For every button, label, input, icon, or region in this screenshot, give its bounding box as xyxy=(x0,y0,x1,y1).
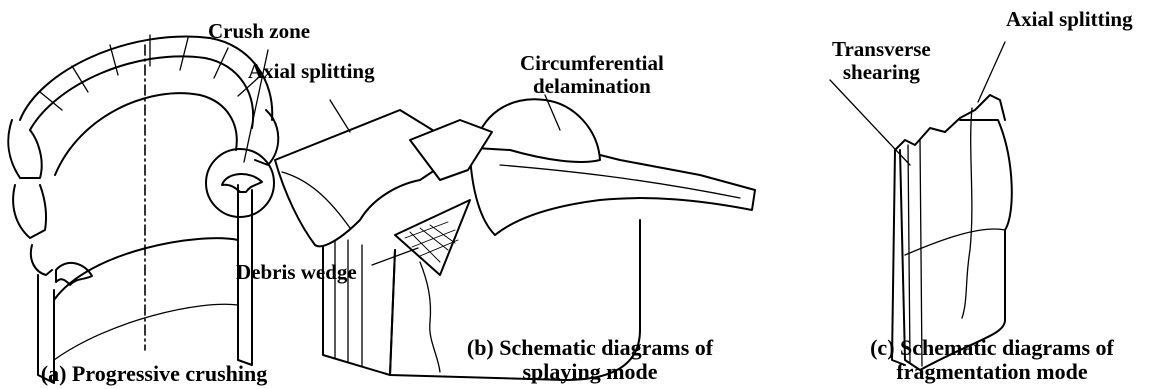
label-debris-wedge: Debris wedge xyxy=(236,261,357,284)
transverse-leader xyxy=(830,80,910,165)
label-transverse-shearing: Transverse shearing xyxy=(832,38,931,84)
frond-outer-ring xyxy=(20,37,272,120)
left-wall-top-curl xyxy=(56,263,92,285)
frond-segments xyxy=(40,35,258,110)
axial-splitting-leader-b xyxy=(330,100,350,132)
progressive-crushing-tube xyxy=(8,35,278,383)
frag-block-body xyxy=(900,120,1012,370)
caption-b: (b) Schematic diagrams of splaying mode xyxy=(430,336,750,384)
caption-a: (a) Progressive crushing xyxy=(4,362,304,386)
label-transverse-line1: Transverse xyxy=(832,38,931,61)
label-transverse-line2: shearing xyxy=(832,61,931,84)
fragmentation-mode-block xyxy=(830,42,1012,370)
tube-inner-rim xyxy=(54,238,238,300)
caption-b-line2: splaying mode xyxy=(430,360,750,384)
label-axial-splitting-c: Axial splitting xyxy=(1006,8,1133,31)
crush-zone-frond-tip xyxy=(222,174,262,192)
label-crush-zone: Crush zone xyxy=(208,20,310,43)
left-frond-curl-2 xyxy=(13,185,46,238)
tube-cut-edge xyxy=(54,304,238,360)
right-frond-curl xyxy=(255,110,278,165)
label-circumferential-delamination: Circumferential delamination xyxy=(520,52,664,98)
frond-inner-ring xyxy=(55,93,237,175)
label-circumferential-line2: delamination xyxy=(520,75,664,98)
left-frond-curl-3 xyxy=(31,245,52,275)
crush-zone-circle xyxy=(206,149,274,217)
caption-c-line1: (c) Schematic diagrams of xyxy=(842,336,1142,360)
caption-c: (c) Schematic diagrams of fragmentation … xyxy=(842,336,1142,384)
caption-b-line1: (b) Schematic diagrams of xyxy=(430,336,750,360)
splay-lamina-lines xyxy=(335,235,362,366)
left-frond-curl-1 xyxy=(8,120,41,178)
label-axial-splitting-b: Axial splitting xyxy=(248,60,375,83)
caption-c-line2: fragmentation mode xyxy=(842,360,1142,384)
frond-mid-ring xyxy=(30,56,253,130)
debris-wedge-hatching xyxy=(405,222,458,262)
axial-splitting-leader-c xyxy=(978,42,1005,102)
label-circumferential-line1: Circumferential xyxy=(520,52,664,75)
